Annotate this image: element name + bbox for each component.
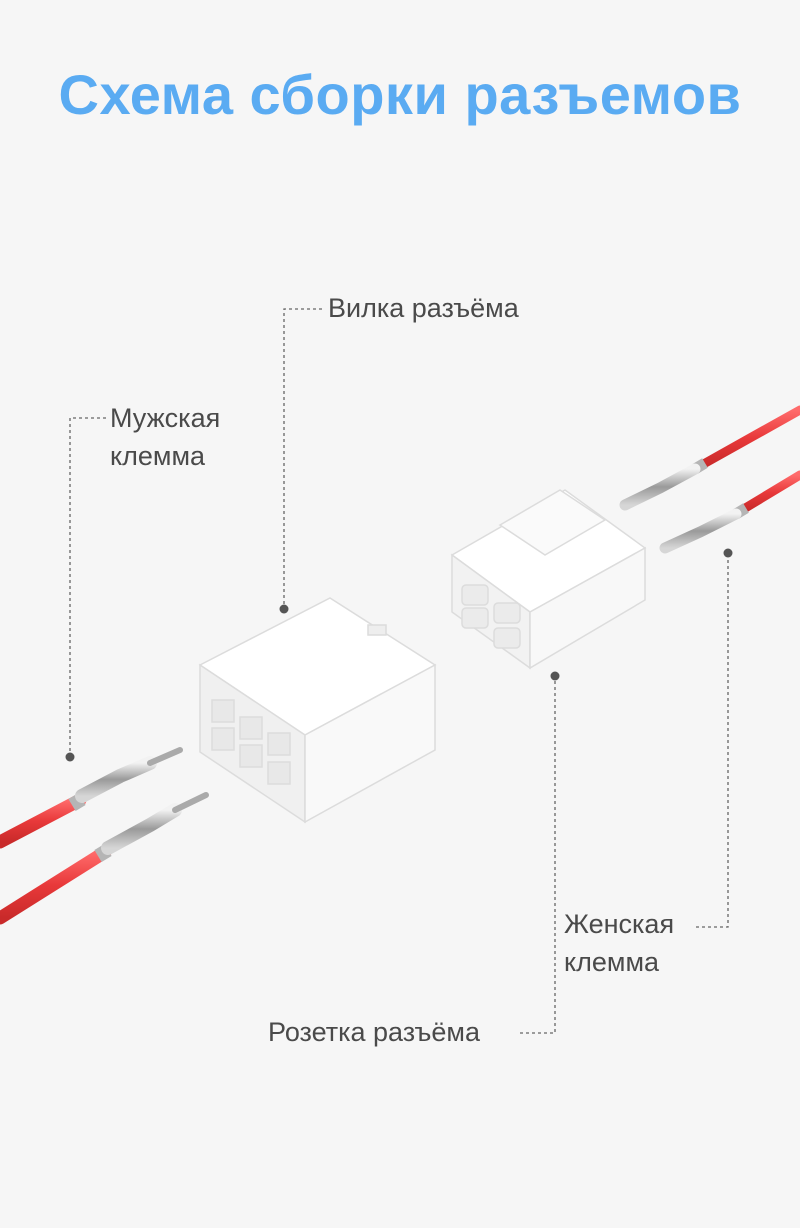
female-terminal-label: Женская клемма [564, 905, 674, 981]
female-terminal-leader-line [696, 553, 729, 928]
plug-housing [198, 597, 437, 824]
male-terminal-wire-1 [0, 747, 183, 849]
male-terminal-label-line2: клемма [110, 441, 206, 471]
female-terminal-label-line2: клемма [564, 947, 660, 977]
male-terminal-label: Мужская клемма [110, 399, 220, 475]
diagram-title: Схема сборки разъемов [58, 63, 742, 126]
male-terminal-leader-line [69, 417, 106, 757]
female-terminal-leader-dot [723, 548, 733, 558]
plug-housing-label-text: Вилка разъёма [328, 293, 519, 323]
plug-leader-line [283, 308, 322, 608]
female-terminal-wire-1 [619, 405, 800, 511]
socket-leader-dot [550, 671, 560, 681]
male-terminal-label-line1: Мужская [110, 403, 221, 433]
socket-housing [450, 489, 647, 670]
female-terminal-label-line1: Женская [564, 909, 675, 939]
plug-housing-label: Вилка разъёма [328, 289, 519, 327]
socket-housing-label-text: Розетка разъёма [268, 1017, 481, 1047]
male-terminal-leader-dot [65, 752, 75, 762]
male-terminal-wire-2 [0, 792, 209, 925]
socket-housing-label: Розетка разъёма [268, 1013, 480, 1051]
plug-leader-dot [279, 604, 289, 614]
socket-leader-line [520, 676, 556, 1034]
female-terminal-wire-2 [659, 470, 800, 554]
